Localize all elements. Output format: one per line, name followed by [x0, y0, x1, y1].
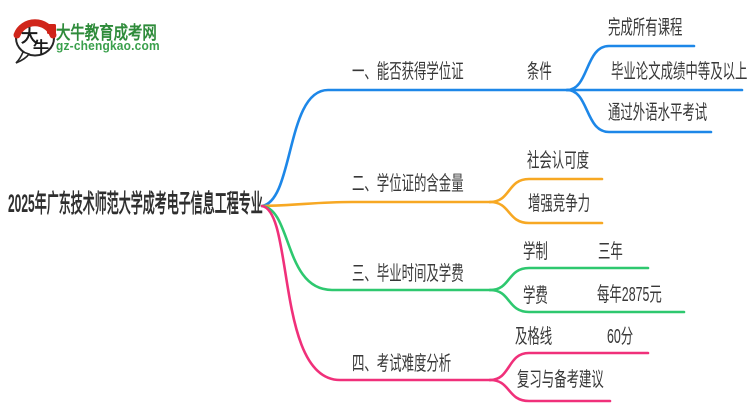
leaf-node: 60分	[607, 326, 634, 348]
branch-1-child-bottom-line	[565, 88, 713, 134]
mindmap-root-title: 2025年广东技术师范大学成考电子信息工程专业	[8, 190, 263, 218]
branch-3-title: 三、毕业时间及学费	[352, 263, 464, 285]
site-name: 大牛教育成考网	[56, 23, 157, 43]
leaf-node: 增强竞争力	[528, 193, 590, 215]
daniu-logo-icon: 大 牛	[13, 19, 57, 64]
leaf-node: 社会认可度	[527, 150, 589, 172]
logo-char-niu: 牛	[33, 38, 49, 57]
subnode-label: 学费	[523, 285, 548, 307]
leaf-node: 每年2875元	[597, 284, 662, 306]
branch-2-title: 二、学位证的含金量	[352, 173, 464, 195]
subnode-label: 及格线	[515, 326, 553, 348]
branch-3-child-bottom-line	[488, 288, 686, 314]
logo-char-da: 大	[21, 26, 38, 46]
branch-4-main-line	[260, 204, 492, 382]
branch-2-child-top-line	[488, 177, 604, 204]
branch-3-child-top-line	[488, 266, 650, 292]
branch-2-main-line	[260, 200, 492, 208]
branch-1-child-top-line	[565, 44, 696, 92]
branch-1-main-line	[260, 88, 569, 208]
leaf-node: 复习与备考建议	[517, 369, 604, 391]
branch-4-child-bottom-line	[488, 378, 612, 403]
branch-1-subnode-label: 条件	[527, 61, 552, 83]
leaf-node: 毕业论文成绩中等及以上	[611, 61, 748, 83]
site-logo: 大 牛 大牛教育成考网 gz-chengkao.com	[8, 8, 238, 64]
leaf-node: 完成所有课程	[608, 17, 683, 39]
branch-1-title: 一、能否获得学位证	[352, 61, 464, 83]
site-url: gz-chengkao.com	[56, 38, 160, 53]
leaf-node: 通过外语水平考试	[608, 102, 708, 124]
branch-2-child-bottom-line	[488, 200, 604, 225]
branch-3-main-line	[260, 204, 492, 292]
subnode-label: 学制	[523, 241, 548, 263]
leaf-node: 三年	[598, 241, 623, 263]
branch-4-child-top-line	[488, 351, 650, 382]
branch-4-title: 四、考试难度分析	[352, 353, 452, 375]
